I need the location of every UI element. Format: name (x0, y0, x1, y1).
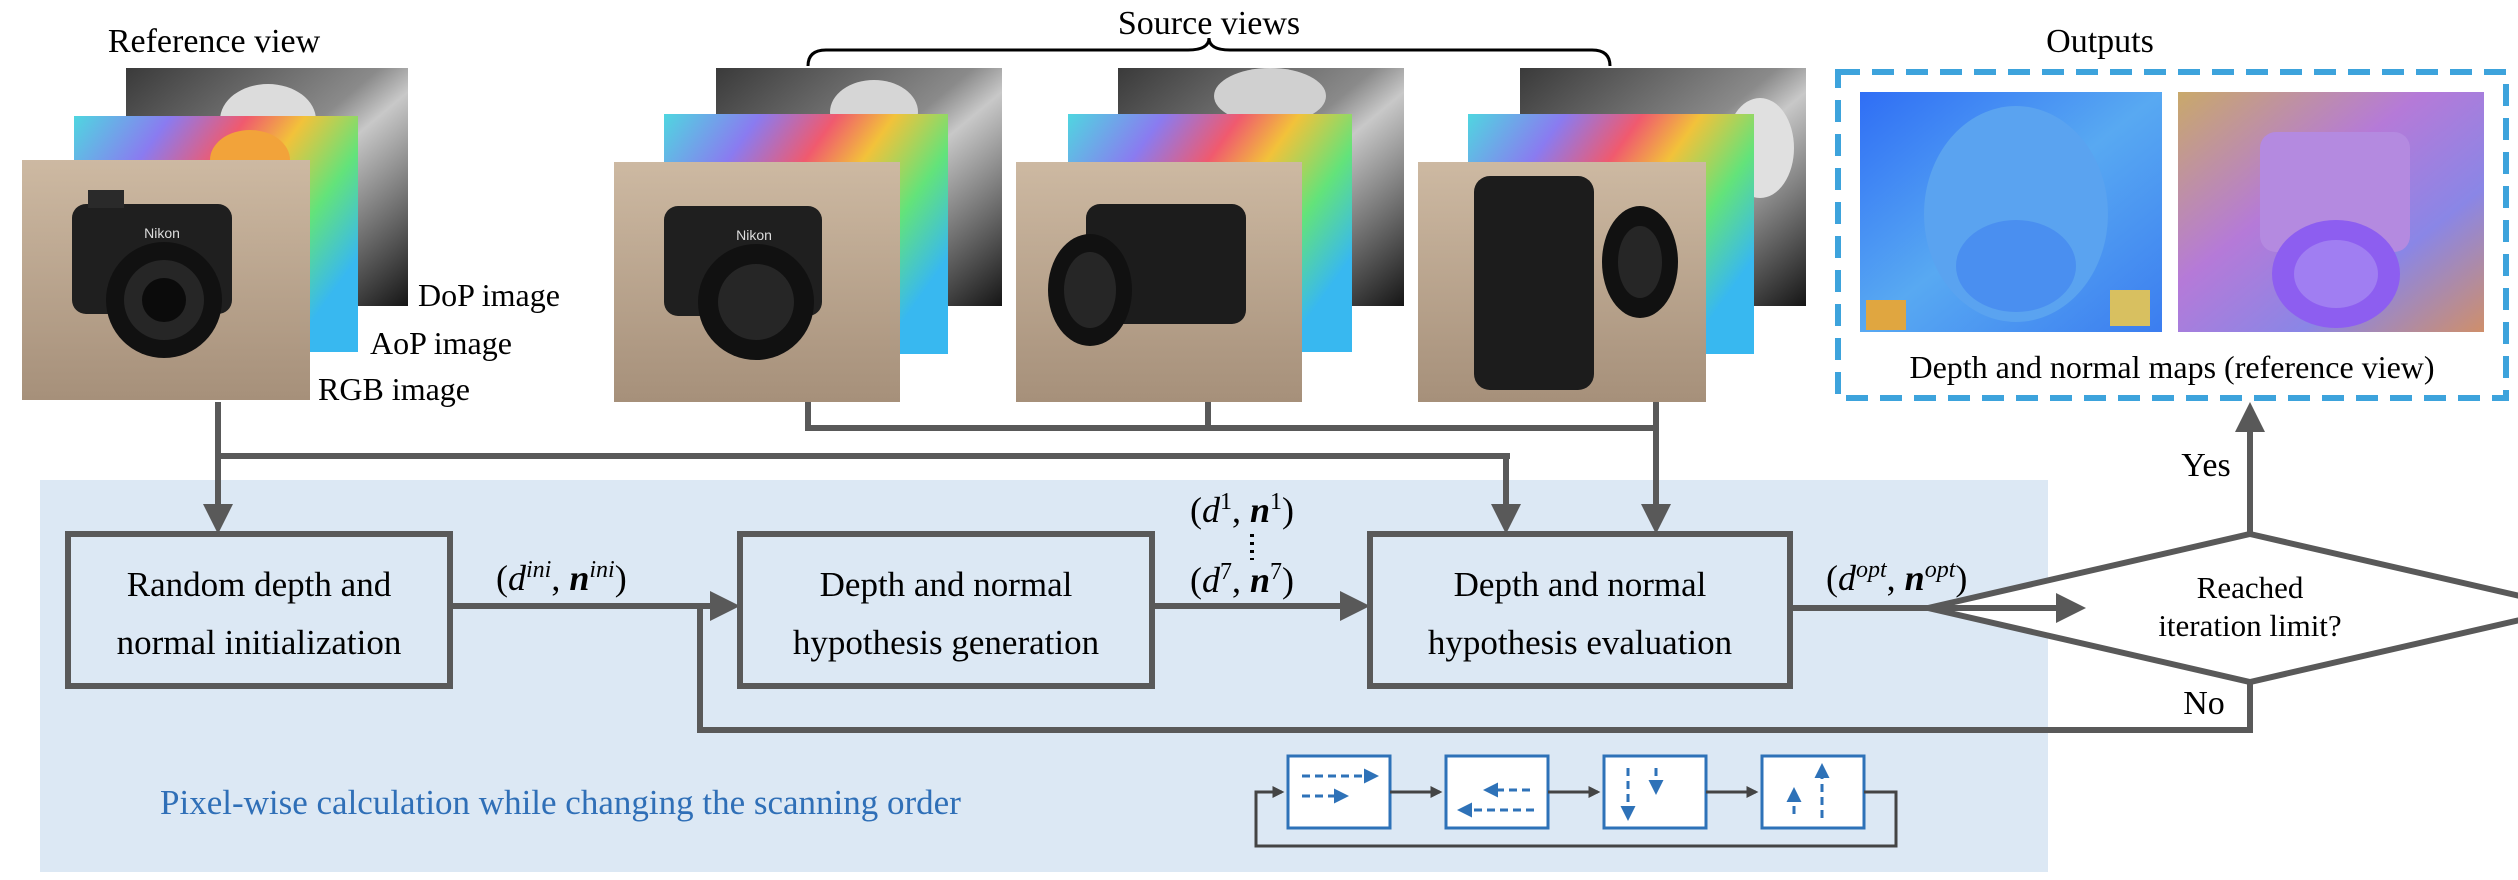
arrow-no-loop-back (697, 603, 2253, 733)
source-view-2-stack (1016, 68, 1404, 402)
source-views-brace (806, 37, 1612, 67)
source-view-3-stack (1418, 68, 1806, 402)
outputs-caption: Depth and normal maps (reference view) (1909, 349, 2434, 385)
reference-rgb-image: Nikon (22, 160, 310, 400)
dop-image-label: DoP image (418, 277, 560, 313)
right-arrows-icon (1302, 768, 1379, 804)
init-box-line-2: normal initialization (117, 623, 402, 662)
evaluation-output-math: (dopt, nopt) (1826, 557, 1967, 598)
reference-view-stack: Nikon (22, 68, 408, 400)
decision-line-2: iteration limit? (2158, 608, 2341, 643)
evaluation-box-line-1: Depth and normal (1454, 565, 1707, 604)
outputs-frame (1835, 69, 2509, 401)
init-box-line-1: Random depth and (127, 565, 392, 604)
source-1-rgb-image: Nikon (614, 162, 900, 402)
source-view-1-stack: Nikon (614, 68, 1002, 402)
hypothesis-evaluation-box: Depth and normal hypothesis evaluation (1367, 531, 1793, 689)
up-arrows-icon (1786, 763, 1830, 818)
source-3-rgb-image (1418, 162, 1706, 402)
init-output-math: (dini, nini) (496, 557, 627, 598)
decision-line-1: Reached (2197, 570, 2304, 605)
no-label: No (2183, 685, 2225, 722)
outputs-title: Outputs (2046, 23, 2154, 60)
normal-map-image (2178, 92, 2484, 332)
generation-box-line-2: hypothesis generation (793, 623, 1099, 662)
depth-map-image (1860, 92, 2162, 332)
evaluation-box-line-2: hypothesis evaluation (1428, 623, 1732, 662)
reference-view-title: Reference view (108, 23, 321, 60)
left-arrows-icon (1457, 782, 1534, 818)
scan-order-sequence (1254, 754, 1898, 848)
hypothesis-generation-box: Depth and normal hypothesis generation (737, 531, 1155, 689)
generation-box-line-1: Depth and normal (820, 565, 1073, 604)
svg-text:Nikon: Nikon (144, 225, 180, 241)
source-views-title: Source views (1118, 5, 1300, 42)
rgb-image-label: RGB image (318, 371, 470, 407)
svg-text:Nikon: Nikon (736, 227, 772, 243)
scanning-caption: Pixel-wise calculation while changing th… (160, 783, 961, 822)
aop-image-label: AoP image (370, 325, 512, 361)
initialization-box: Random depth and normal initialization (65, 531, 453, 689)
yes-label: Yes (2181, 447, 2230, 484)
down-arrows-icon (1620, 768, 1664, 821)
source-2-rgb-image (1016, 162, 1302, 402)
